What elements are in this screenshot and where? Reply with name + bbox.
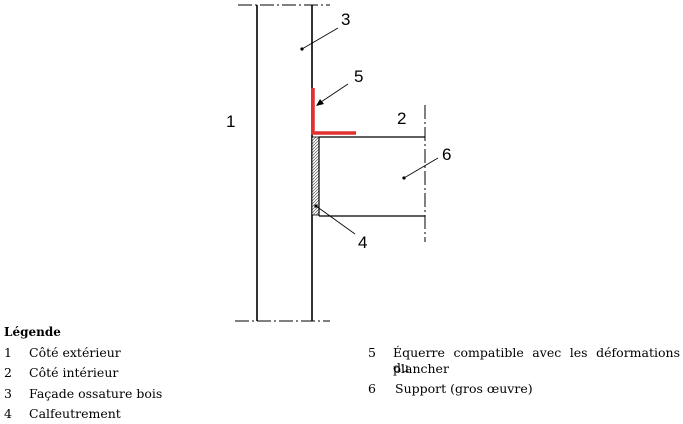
legend-text: plancher <box>393 361 449 376</box>
label-4: 4 <box>358 233 367 252</box>
detail-drawing: 1 2 3 4 5 6 <box>226 4 451 322</box>
legend-text: Côté intérieur <box>29 365 119 380</box>
legend-num: 2 <box>4 365 12 380</box>
angle-bracket <box>311 88 356 135</box>
label-2: 2 <box>397 109 406 128</box>
leader-5 <box>317 83 349 105</box>
label-5: 5 <box>354 67 363 86</box>
label-6: 6 <box>442 145 451 164</box>
label-3: 3 <box>341 10 350 29</box>
legend-text: Calfeutrement <box>29 406 121 421</box>
legend-text: Côté extérieur <box>29 345 121 360</box>
label-1: 1 <box>226 112 235 131</box>
leader-6 <box>403 157 439 179</box>
leader-4-dot <box>314 204 318 208</box>
leader-3 <box>301 27 339 50</box>
legend-num: 4 <box>4 406 12 421</box>
legend-text: Équerre compatible avec les déformations… <box>393 345 680 375</box>
leader-3-dot <box>300 47 304 51</box>
legend-num: 3 <box>4 386 12 401</box>
leader-6-dot <box>402 176 406 180</box>
leader-4 <box>315 205 356 235</box>
calfeutrement-strip <box>311 136 320 216</box>
legend-num: 6 <box>368 381 376 396</box>
legend-text: Support (gros œuvre) <box>395 381 533 396</box>
legend-num: 1 <box>4 345 12 360</box>
legend-num: 5 <box>368 345 376 360</box>
leader-5-arrow <box>316 99 324 106</box>
legend-text: Façade ossature bois <box>29 386 163 401</box>
legend-title: Légende <box>4 325 61 339</box>
